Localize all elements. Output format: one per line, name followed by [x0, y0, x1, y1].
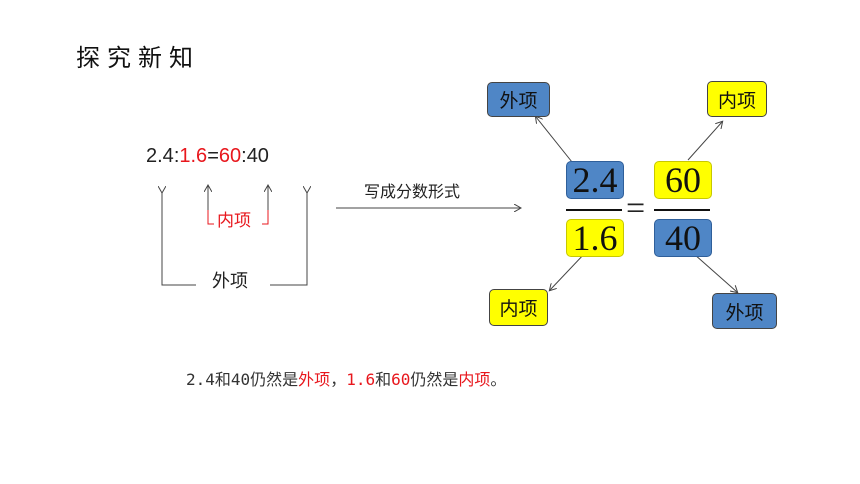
callout-outer-bottom-right: 外项: [712, 293, 777, 329]
arrow-top-right: [687, 122, 722, 161]
fraction-left-numerator: 2.4: [566, 160, 624, 200]
conclusion-value-60: 60: [391, 370, 411, 389]
conclusion-sentence: 2.4和40仍然是外项，1.6和60仍然是内项。: [186, 366, 506, 390]
conclusion-still: 仍然是: [410, 370, 459, 389]
conclusion-comma: ，: [330, 370, 347, 389]
section-title: 探究新知: [76, 44, 200, 72]
fraction-equals: =: [626, 190, 646, 227]
ratio-term-d: 40: [246, 145, 269, 167]
inner-bracket-right: [262, 186, 269, 225]
conclusion-inner-term: 内项: [458, 370, 491, 389]
callout-outer-top-left: 外项: [487, 82, 550, 117]
fraction-right-denominator: 40: [654, 218, 712, 258]
outer-bracket-left: [162, 192, 196, 286]
conclusion-value-1-6: 1.6: [346, 370, 376, 389]
callout-inner-bottom-left: 内项: [489, 289, 548, 326]
fraction-right-bar: [654, 209, 710, 211]
ratio-expression: 2.4:1.6=60:40: [146, 145, 269, 168]
inner-bracket-left: [207, 186, 214, 225]
conclusion-and: 和: [375, 370, 392, 389]
callout-inner-top-right: 内项: [707, 81, 767, 117]
ratio-term-b: 1.6: [179, 145, 208, 167]
arrow-top-left: [536, 117, 573, 163]
ratio-colon-1: :: [173, 145, 180, 167]
arrow-bottom-right: [693, 253, 737, 292]
arrow-bottom-left: [550, 251, 587, 290]
conclusion-period: 。: [490, 370, 507, 389]
convert-label: 写成分数形式: [364, 182, 461, 201]
fraction-left-denominator: 1.6: [566, 218, 624, 258]
ratio-equals: =: [207, 145, 219, 167]
conclusion-part-1: 2.4和40仍然是: [186, 370, 299, 389]
conclusion-outer-term: 外项: [298, 370, 331, 389]
ratio-colon-2: :: [241, 145, 247, 167]
fraction-right-numerator: 60: [654, 160, 712, 200]
outer-term-label: 外项: [212, 271, 248, 292]
ratio-term-a: 2.4: [146, 145, 174, 167]
inner-term-label: 内项: [217, 211, 251, 231]
ratio-term-c: 60: [218, 145, 242, 167]
outer-bracket-right: [270, 192, 307, 286]
fraction-left-bar: [566, 209, 622, 211]
